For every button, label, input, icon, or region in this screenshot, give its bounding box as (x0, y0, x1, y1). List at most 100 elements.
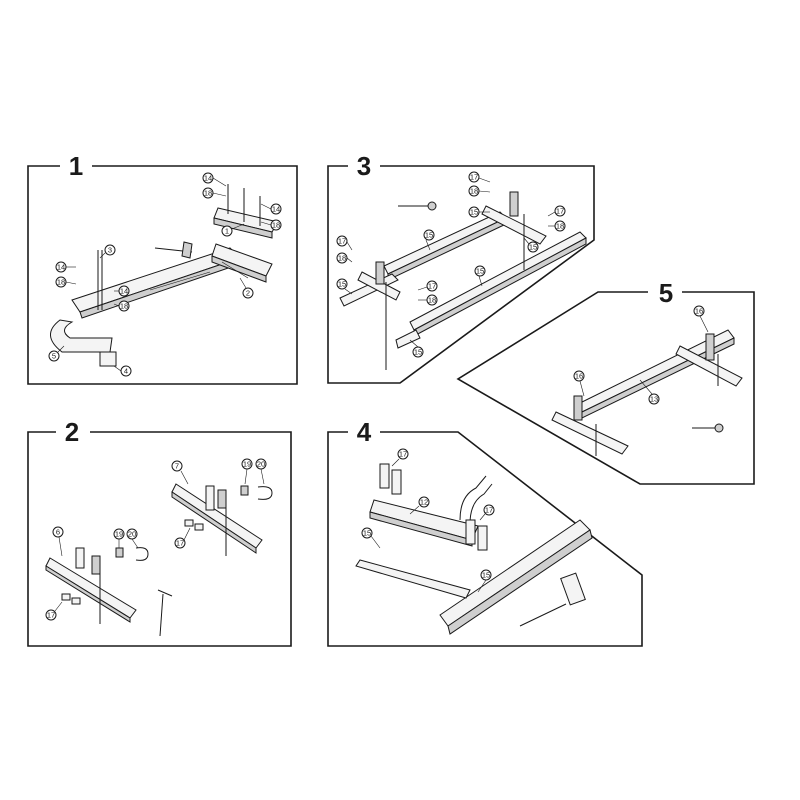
svg-text:15: 15 (482, 571, 490, 580)
svg-text:14: 14 (204, 174, 212, 183)
callout-3: 3 (99, 244, 116, 259)
bed-bracket-left (357, 261, 401, 370)
callout-15: 15 (477, 569, 492, 593)
svg-text:17: 17 (556, 207, 564, 216)
bracket-6 (45, 547, 137, 624)
svg-text:17: 17 (428, 282, 436, 291)
callout-4: 4 (113, 365, 132, 377)
callout-18: 18 (55, 276, 77, 288)
wrench (398, 201, 437, 211)
svg-text:15: 15 (363, 529, 371, 538)
callout-12: 12 (409, 496, 430, 515)
svg-text:17: 17 (399, 450, 407, 459)
track-rail (355, 519, 593, 635)
bracket-left-5 (551, 395, 629, 456)
panel-3: 3 17 18 15 17 18 15 17 (327, 151, 595, 384)
panel-4-frame (327, 431, 643, 647)
bed-rail-lower (395, 231, 587, 349)
panel-1-title: 1 (69, 151, 83, 181)
panel-5-title: 5 (659, 278, 673, 308)
callout-17: 17 (547, 205, 566, 217)
t-handle-wrench (154, 241, 193, 259)
svg-text:20: 20 (257, 460, 265, 469)
callout-7: 7 (171, 460, 189, 485)
svg-text:20: 20 (128, 530, 136, 539)
svg-text:17: 17 (470, 173, 478, 182)
callout-14: 14 (114, 285, 130, 297)
bracket-right-5 (675, 333, 743, 387)
callout-19: 19 (113, 528, 125, 548)
u-clip-upper (240, 485, 273, 500)
panel-5: 5 16 16 13 (456, 278, 755, 485)
svg-text:14: 14 (57, 263, 65, 272)
svg-text:18: 18 (338, 254, 346, 263)
callout-18: 18 (418, 294, 438, 306)
panel-2-title: 2 (65, 417, 79, 447)
u-clip-lower (115, 547, 149, 561)
callout-18: 18 (336, 252, 353, 264)
panel-4: 4 17 12 17 15 15 (327, 417, 643, 647)
panel-4-title: 4 (357, 417, 372, 447)
svg-text:7: 7 (175, 462, 179, 471)
svg-text:15: 15 (470, 208, 478, 217)
callout-15: 15 (409, 339, 424, 358)
bed-bracket-right (481, 191, 547, 270)
svg-text:17: 17 (485, 506, 493, 515)
clamp-plate-2 (211, 243, 273, 283)
svg-text:15: 15 (425, 231, 433, 240)
wrench-5 (692, 423, 724, 433)
svg-text:15: 15 (476, 267, 484, 276)
callout-15: 15 (336, 278, 353, 295)
panel-5-frame (456, 291, 755, 485)
panel-1-frame (27, 165, 298, 385)
svg-text:18: 18 (57, 278, 65, 287)
svg-text:16: 16 (575, 372, 583, 381)
panel-3-frame (327, 165, 595, 384)
clamp-plate-1 (213, 184, 279, 239)
callout-15: 15 (468, 206, 490, 218)
svg-text:18: 18 (428, 296, 436, 305)
svg-text:13: 13 (650, 395, 658, 404)
svg-text:15: 15 (529, 243, 537, 252)
bracket-7 (171, 483, 263, 556)
callout-14: 14 (55, 261, 76, 273)
svg-text:6: 6 (56, 528, 60, 537)
callout-17: 17 (174, 527, 191, 549)
callout-16: 16 (693, 305, 709, 333)
svg-text:17: 17 (338, 237, 346, 246)
svg-text:15: 15 (414, 348, 422, 357)
callout-18: 18 (260, 219, 282, 231)
blocks-upper (184, 519, 204, 531)
svg-text:18: 18 (272, 221, 280, 230)
svg-text:16: 16 (695, 307, 703, 316)
svg-text:15: 15 (338, 280, 346, 289)
panel-2: 2 (27, 417, 292, 647)
svg-text:14: 14 (272, 205, 280, 214)
callout-17: 17 (45, 601, 63, 621)
callout-5: 5 (48, 345, 65, 362)
svg-text:5: 5 (52, 352, 56, 361)
side-rail-bracket (50, 247, 241, 367)
blocks-upper-4 (379, 463, 402, 495)
callout-17: 17 (336, 235, 353, 251)
callout-1: 1 (221, 223, 245, 237)
flex-hose (459, 475, 493, 525)
callout-15: 15 (523, 237, 539, 253)
svg-text:12: 12 (420, 498, 428, 507)
t-wrench (157, 589, 173, 637)
svg-text:2: 2 (246, 289, 250, 298)
svg-text:1: 1 (225, 227, 229, 236)
callout-13: 13 (639, 379, 660, 405)
callout-15: 15 (474, 265, 486, 287)
callout-17: 17 (417, 280, 438, 292)
panel-2-frame (27, 431, 292, 647)
panel-1: 1 14 1 (27, 151, 298, 385)
callout-15: 15 (423, 229, 435, 251)
callout-2: 2 (239, 277, 254, 299)
svg-text:18: 18 (556, 222, 564, 231)
panel-3-title: 3 (357, 151, 371, 181)
callout-18: 18 (202, 187, 227, 199)
callout-17: 17 (468, 171, 491, 183)
callout-14: 14 (260, 203, 282, 215)
svg-text:18: 18 (470, 187, 478, 196)
